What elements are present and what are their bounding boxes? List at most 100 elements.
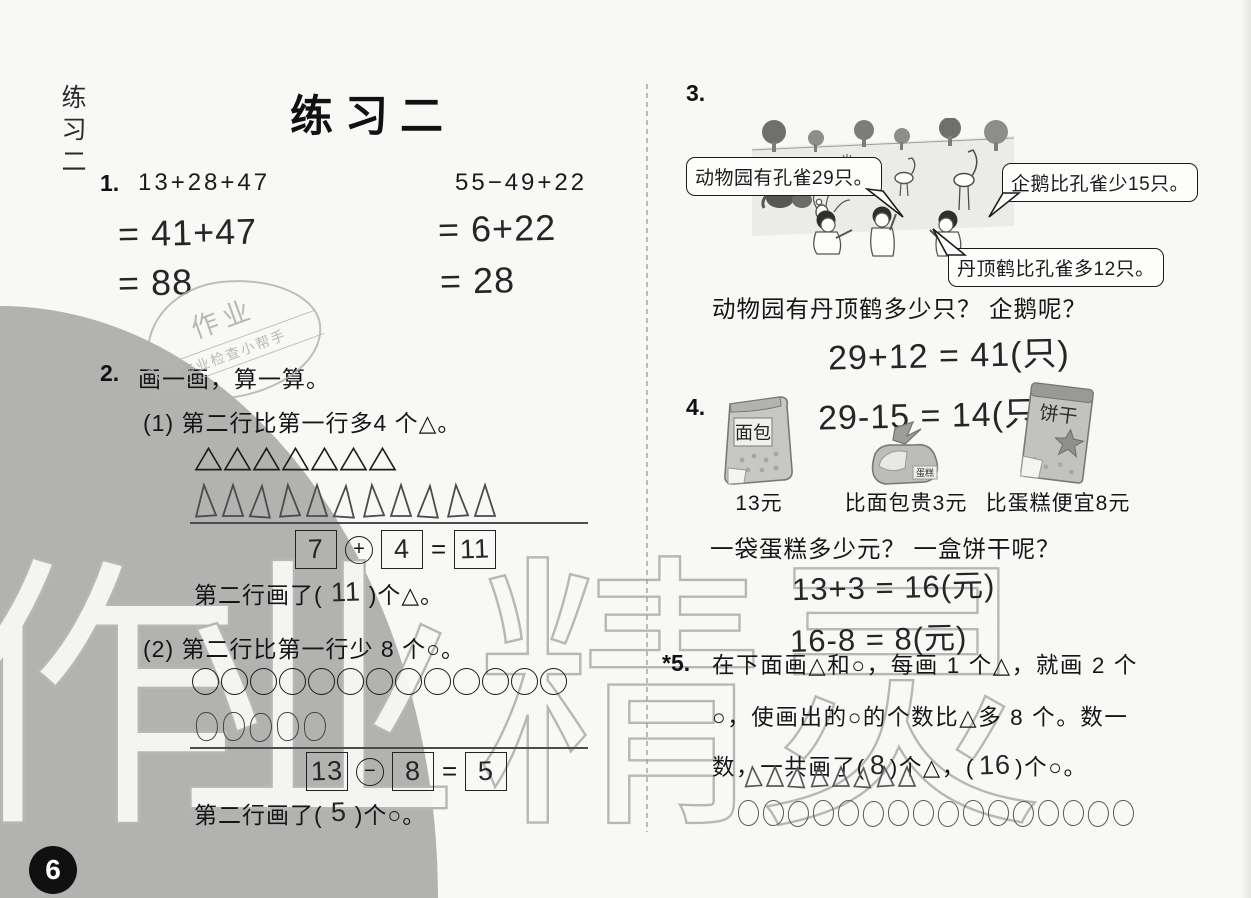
equation-box: 5 [465, 752, 508, 791]
p5-number: *5. [662, 650, 691, 676]
p2-part1-answer: 第二行画了( 11 )个△。 [194, 576, 444, 610]
p4-price-biscuit: 比蛋糕便宜8元 [985, 492, 1131, 515]
handwritten-circle-shape [1063, 800, 1084, 826]
equation-box: 4 [381, 530, 423, 569]
handwritten-triangle-shape [765, 764, 785, 787]
answer-value-handwritten: 5 [330, 796, 348, 828]
circle-shape [192, 668, 219, 695]
page-edge-shadow [1241, 0, 1251, 898]
girl-left [813, 210, 853, 255]
equation-box: 13 [306, 752, 348, 791]
p4-price-cake: 比面包贵3元 [844, 492, 968, 515]
p2-number: 2. [100, 360, 120, 386]
handwritten-triangle-shape [876, 764, 895, 788]
handwritten-circle-shape [1112, 799, 1135, 827]
p3-handwritten-answer1: 29+12 = 41(只) [827, 334, 1071, 378]
handwritten-triangle-shape [446, 482, 470, 518]
handwritten-circle-shape [195, 711, 219, 742]
p4-question: 一袋蛋糕多少元？ 一盒饼干呢？ [710, 536, 1061, 562]
bubble-text: 丹顶鹤比孔雀多12只。 [957, 259, 1155, 280]
triangle-shape [194, 446, 223, 471]
trees [762, 118, 1008, 152]
p2-part1-handwritten-triangles [192, 482, 500, 519]
handwritten-triangle-shape [194, 482, 218, 518]
handwritten-circle-shape [223, 712, 245, 741]
circle-shape [221, 668, 248, 695]
p4-price-bread: 13元 [735, 492, 783, 515]
p5-text-line2: ○，使画出的○的个数比△多 8 个。数一 [712, 705, 1129, 730]
p2-part2-handwritten-circles [195, 711, 331, 743]
biscuit-label: 饼干 [1038, 402, 1078, 428]
handwritten-triangle-shape [831, 764, 851, 787]
circled-operator: − [356, 757, 384, 786]
handwritten-triangle-shape [416, 483, 439, 519]
handwritten-circle-shape [737, 799, 760, 827]
flamingo [894, 157, 916, 197]
p2-part2-answer: 第二行画了( 5 )个○。 [194, 796, 426, 830]
p5-answer2-handwritten: 16 [978, 749, 1012, 781]
svg-text:作: 作 [0, 538, 240, 862]
margin-label: 练习二 [58, 84, 86, 180]
equals-sign: = [442, 756, 458, 786]
p4-handwritten-answer1: 13+3 = 16(元) [791, 567, 996, 608]
handwritten-circle-shape [937, 800, 960, 828]
handwritten-circle-shape [276, 711, 300, 742]
handwritten-circle-shape [988, 800, 1009, 826]
p2-part2-label: (2) 第二行比第一行少 8 个○。 [143, 636, 465, 662]
answer-suffix: )个△。 [368, 582, 445, 608]
handwritten-circle-shape [887, 799, 910, 827]
handwritten-circle-shape [862, 800, 885, 828]
equation-box: 11 [454, 530, 497, 569]
handwritten-circle-shape [962, 799, 985, 827]
handwritten-triangle-shape [744, 764, 763, 788]
p5-line3-prefix: 数，一共画了( [712, 755, 866, 780]
circle-shape [453, 668, 480, 695]
p2-part2-equation: 13 − 8 = 5 [306, 752, 508, 791]
page-number-badge: 6 [29, 846, 77, 894]
circle-shape [250, 668, 277, 695]
speech-bubble-peacock: 动物园有孔雀29只。 [686, 157, 904, 218]
svg-text:精: 精 [475, 538, 765, 862]
svg-text:业: 业 [173, 538, 463, 862]
p4-number: 4. [686, 394, 706, 420]
speech-bubble-penguin: 企鹅比孔雀少15只。 [988, 163, 1199, 218]
circle-shape [482, 668, 509, 695]
p1-handwritten-right-step: = 6+22 [437, 206, 557, 251]
scene-horizon [752, 137, 1014, 151]
p2-part1-printed-triangles [194, 446, 397, 472]
circle-shape [337, 668, 364, 695]
svg-text:灵: 灵 [755, 538, 1045, 862]
triangle-shape [368, 446, 397, 471]
boy-center [870, 206, 897, 257]
p5-line3-suffix: )个○。 [1015, 755, 1088, 780]
handwritten-circle-shape [1012, 800, 1035, 828]
p1-expression-left: 13+28+47 [138, 169, 271, 196]
handwritten-circle-shape [1037, 799, 1060, 827]
p1-expression-right: 55−49+22 [455, 169, 588, 196]
p1-handwritten-right-result: = 28 [439, 259, 516, 302]
circle-shape [279, 668, 306, 695]
handwritten-triangle-shape [362, 482, 386, 518]
p5-handwritten-circles [737, 799, 1138, 828]
p2-part1-answer-line [190, 522, 588, 524]
bread-label: 面包 [735, 423, 771, 443]
circle-shape [424, 668, 451, 695]
bubble-tail [932, 228, 967, 256]
page-title: 练习二 [290, 93, 455, 141]
circle-shape [395, 668, 422, 695]
handwritten-triangle-shape [473, 482, 497, 517]
circle-shape [511, 668, 538, 695]
bread-bag-illustration: 面包 [724, 396, 793, 485]
answer-prefix: 第二行画了( [194, 802, 323, 828]
speech-bubble-crane: 丹顶鹤比孔雀多12只。 [932, 228, 1164, 287]
equation-box: 8 [392, 752, 434, 791]
handwritten-circle-shape [838, 800, 859, 826]
triangle-shape [339, 446, 368, 471]
handwritten-circle-shape [304, 712, 326, 741]
handwritten-circle-shape [1087, 800, 1110, 828]
p3-number: 3. [686, 80, 706, 106]
circle-shape [540, 668, 567, 695]
answer-value-handwritten: 11 [330, 576, 362, 608]
